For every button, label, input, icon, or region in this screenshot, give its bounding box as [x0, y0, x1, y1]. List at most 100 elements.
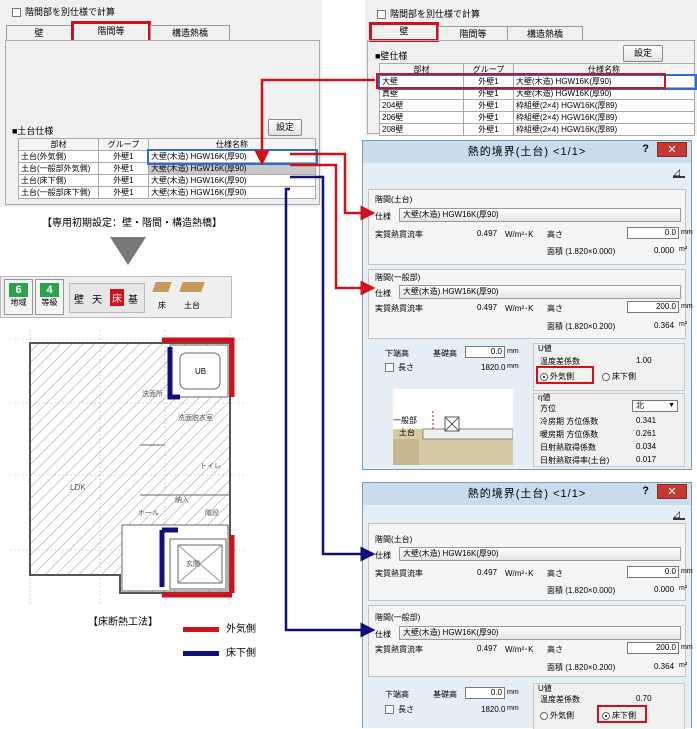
room-toilet: トイレ — [200, 463, 221, 470]
checkbox-box[interactable] — [377, 10, 386, 20]
grade-button[interactable]: 4 等級 — [35, 279, 64, 315]
left-settings-button[interactable]: 設定 — [268, 119, 302, 136]
spec-label: 仕様 — [375, 212, 391, 221]
region-number: 6 — [9, 283, 28, 297]
sill-height-input[interactable]: 0.0 — [627, 227, 679, 239]
cell-member: 土台(外気側) — [18, 150, 99, 163]
u-value-title: U値 — [538, 684, 552, 693]
cell-group: 外壁1 — [463, 99, 514, 112]
flux-value: 0.497 — [477, 644, 498, 653]
sill-tool[interactable]: 土台 — [177, 280, 207, 316]
m2-unit: m² — [679, 662, 688, 669]
m2-unit: m² — [679, 585, 688, 592]
length-checkbox[interactable]: 長さ — [385, 704, 414, 715]
filter-floor[interactable]: 床 — [110, 289, 124, 306]
connector-general-underfloor-to-dialog2 — [284, 187, 376, 638]
m2-unit: m² — [679, 321, 688, 328]
sill-section: 階間(土台) 仕様 大壁(木造) HGW16K(厚90) 実質熱貫流率 0.49… — [368, 523, 693, 601]
radio-dot[interactable] — [602, 372, 610, 381]
mm-unit: mm — [681, 568, 693, 575]
outside-radio-label: 外気側 — [550, 711, 574, 720]
base-height-input[interactable]: 0.0 — [465, 687, 505, 699]
flux-value: 0.497 — [477, 303, 498, 312]
close-icon[interactable]: ✕ — [657, 484, 687, 499]
right-tab-floor-between[interactable]: 階間等 — [438, 26, 508, 41]
region-label: 地域 — [10, 298, 27, 307]
outside-radio[interactable]: 外気側 — [540, 371, 574, 382]
room-ldk: LDK — [70, 483, 86, 492]
help-icon[interactable]: ? — [642, 143, 649, 155]
table-header-row: 部材 グループ 仕様名称 — [18, 138, 316, 151]
radio-dot[interactable] — [540, 711, 548, 720]
flux-unit: W/m²･K — [505, 304, 534, 313]
right-settings-button[interactable]: 設定 — [623, 45, 663, 62]
room-ub: UB — [195, 367, 207, 376]
checkbox-box[interactable] — [12, 8, 21, 18]
help-icon[interactable]: ? — [642, 485, 649, 497]
floor-plan-drawing — [10, 330, 245, 605]
filter-base[interactable]: 基 — [128, 295, 138, 306]
right-section-title: ■壁仕様 — [375, 51, 408, 61]
edit-icon[interactable]: ◿ — [673, 168, 685, 178]
underfloor-radio[interactable]: 床下側 — [602, 710, 636, 721]
base-height-input[interactable]: 0.0 — [465, 346, 505, 358]
right-tab-wall[interactable]: 壁 — [369, 22, 439, 42]
length-label: 長さ — [398, 705, 414, 714]
outside-radio-highlight — [536, 366, 594, 384]
right-separate-spec-checkbox[interactable]: 階間部を別仕様で計算 — [377, 7, 480, 20]
checkbox-box[interactable] — [385, 705, 394, 715]
radio-dot[interactable] — [602, 711, 610, 720]
area-label: 面積 (1.820×0.000) — [547, 586, 616, 595]
height-label: 高さ — [547, 569, 563, 578]
filter-ceiling[interactable]: 天 — [92, 295, 102, 306]
underfloor-radio[interactable]: 床下側 — [602, 371, 636, 382]
filter-wall[interactable]: 壁 — [74, 295, 84, 306]
flux-unit: W/m²･K — [505, 569, 534, 578]
cell-member: 206壁 — [379, 111, 464, 124]
underfloor-radio-label: 床下側 — [612, 372, 636, 381]
region-button[interactable]: 6 地域 — [4, 279, 33, 315]
sill-height-input[interactable]: 0.0 — [627, 566, 679, 578]
sill-beam-icon — [179, 282, 205, 292]
general-spec-button[interactable]: 大壁(木造) HGW16K(厚90) — [399, 285, 681, 299]
cell-group: 外壁1 — [463, 87, 514, 100]
flux-value: 0.497 — [477, 568, 498, 577]
left-tab-thermal-bridge[interactable]: 構造熱橋 — [150, 25, 230, 40]
checkbox-box[interactable] — [385, 363, 394, 373]
sill-spec-button[interactable]: 大壁(木造) HGW16K(厚90) — [399, 208, 681, 222]
direction-select[interactable]: 北▼ — [632, 400, 678, 412]
sill-spec-button[interactable]: 大壁(木造) HGW16K(厚90) — [399, 547, 681, 561]
outside-radio[interactable]: 外気側 — [540, 710, 574, 721]
left-settings-panel: 階間部を別仕様で計算 壁 階間等 構造熱橋 ■土台仕様 設定 部材 グループ 仕… — [0, 0, 322, 207]
chevron-down-icon: ▼ — [668, 402, 675, 409]
left-tab-wall[interactable]: 壁 — [6, 25, 72, 40]
radio-dot[interactable] — [540, 372, 548, 381]
edit-icon[interactable]: ◿ — [673, 510, 685, 520]
right-tab-thermal-bridge[interactable]: 構造熱橋 — [507, 26, 583, 41]
left-separate-spec-checkbox[interactable]: 階間部を別仕様で計算 — [12, 5, 115, 18]
bottom-height-label: 下端高 — [385, 349, 409, 358]
plan-caption: 【床断熱工法】 — [88, 617, 158, 628]
general-spec-button[interactable]: 大壁(木造) HGW16K(厚90) — [399, 626, 681, 640]
sill-section-diagram: 一般部 土台 — [393, 389, 514, 465]
cell-spec: 大壁(木造) HGW16K(厚90) — [148, 174, 316, 187]
area-value: 0.364 — [654, 321, 675, 330]
length-checkbox[interactable]: 長さ — [385, 362, 414, 373]
floor-tool[interactable]: 床 — [151, 280, 173, 316]
close-icon[interactable]: ✕ — [657, 142, 687, 157]
flux-label: 実質熱貫流率 — [375, 645, 423, 654]
general-height-input[interactable]: 200.0 — [627, 301, 679, 313]
general-height-input[interactable]: 200.0 — [627, 642, 679, 654]
cell-spec: 大壁(木造) HGW16K(厚90) — [148, 186, 316, 199]
